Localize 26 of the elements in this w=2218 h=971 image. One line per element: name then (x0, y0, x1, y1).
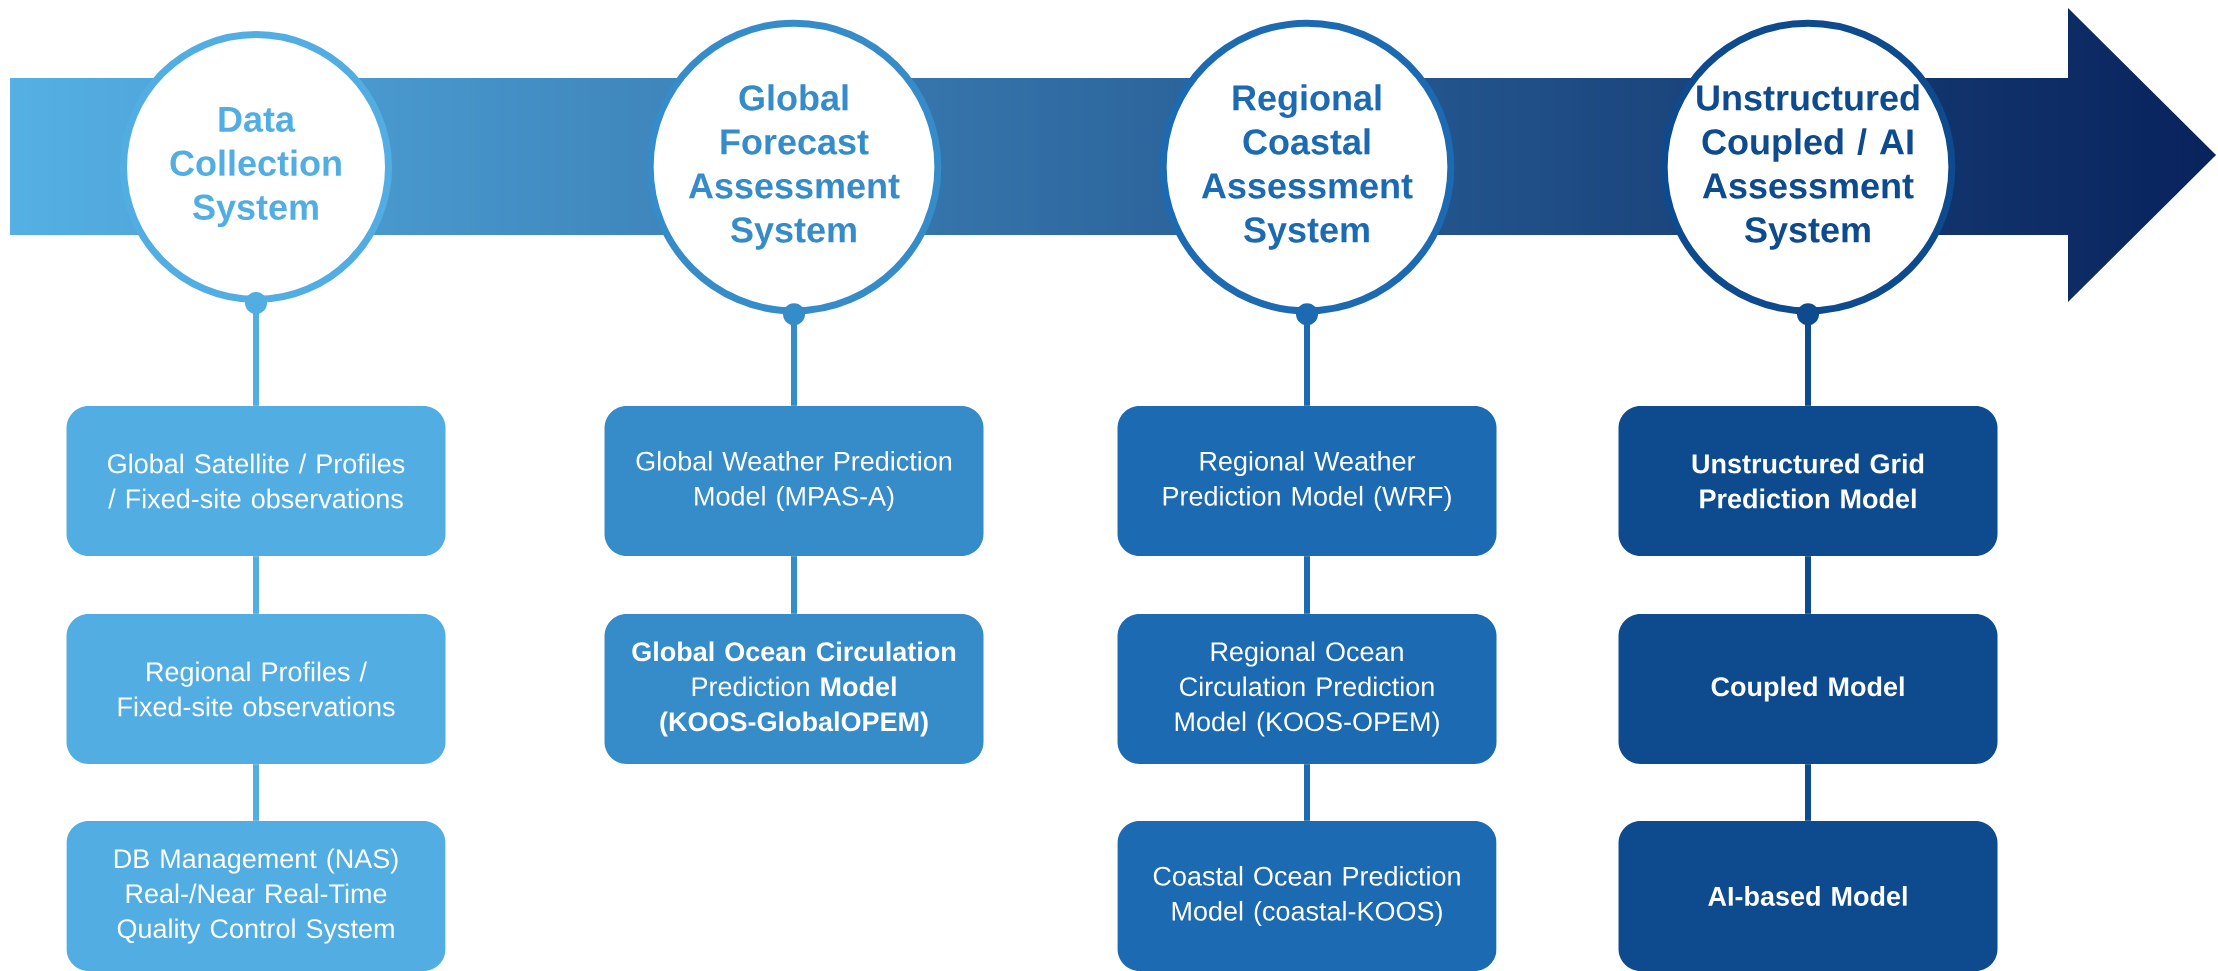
model-box: DB Management (NAS) Real-/Near Real-Time Quality Control System (66, 821, 446, 971)
connector-line (1805, 556, 1811, 614)
model-box: Regional Profiles / Fixed-site observations (66, 614, 446, 764)
connector-line (245, 292, 267, 406)
connector-line (1797, 303, 1819, 406)
model-box: Coupled Model (1618, 614, 1998, 764)
connector-line (253, 556, 259, 614)
connector-line (791, 556, 797, 614)
circle-node: Data Collection System (120, 31, 392, 303)
model-box: AI-based Model (1618, 821, 1998, 971)
model-box: Regional Weather Prediction Model (WRF) (1117, 406, 1497, 556)
model-box: Global Satellite / Profiles / Fixed-site observations (66, 406, 446, 556)
connector-line (1805, 764, 1811, 821)
connector-line (1296, 303, 1318, 406)
circle-node: Global Forecast Assessment System (646, 19, 942, 315)
connector-line (1304, 764, 1310, 821)
model-box: Coastal Ocean Prediction Model (coastal-KOOS) (1117, 821, 1497, 971)
circle-node: Unstructured Coupled / AI Assessment System (1660, 19, 1956, 315)
connector-line (253, 764, 259, 821)
connector-line (783, 303, 805, 406)
model-box: Global Weather Prediction Model (MPAS-A) (604, 406, 984, 556)
model-box: Global Ocean Circulation Prediction Model (KOOS-GlobalOPEM) (604, 614, 984, 764)
connector-line (1304, 556, 1310, 614)
circle-node: Regional Coastal Assessment System (1159, 19, 1455, 315)
model-box: Regional Ocean Circulation Prediction Model (KOOS-OPEM) (1117, 614, 1497, 764)
model-box: Unstructured Grid Prediction Model (1618, 406, 1998, 556)
